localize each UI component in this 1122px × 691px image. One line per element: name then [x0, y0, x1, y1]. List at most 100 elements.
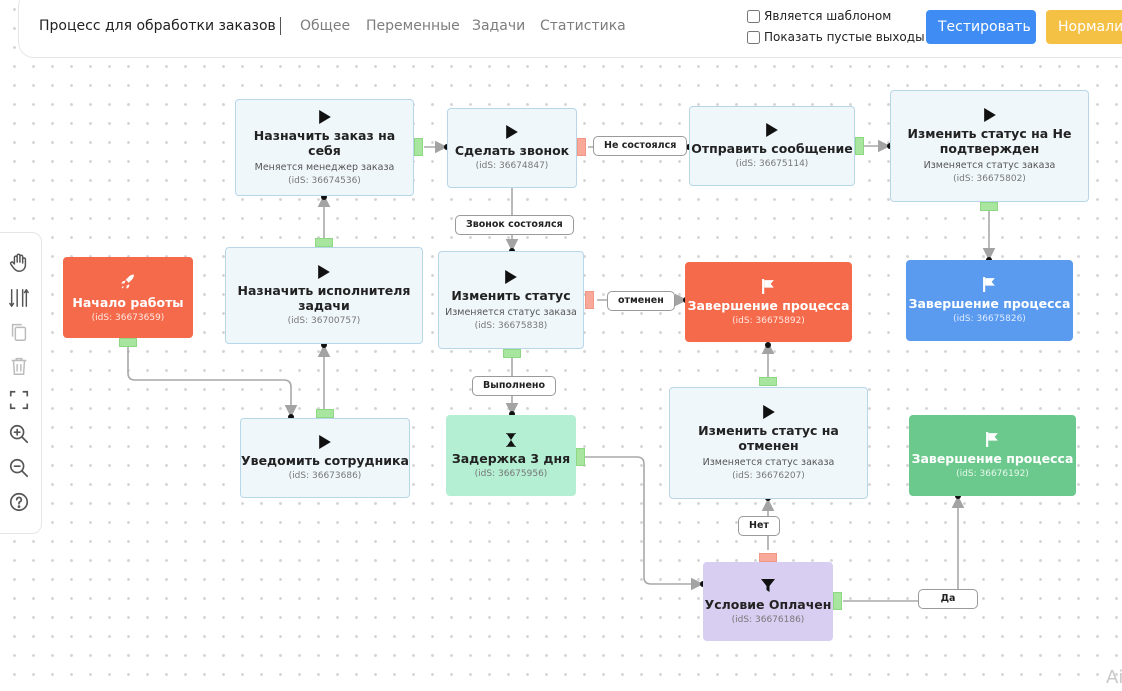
process-title: Процесс для обработки заказов — [39, 18, 276, 34]
play-icon — [319, 435, 331, 449]
node-status-unconfirmed[interactable]: Изменить статус на Не подтвержден Изменя… — [890, 90, 1089, 202]
output-port[interactable] — [576, 448, 585, 466]
node-title: Начало работы — [72, 294, 184, 310]
node-assign-executor[interactable]: Назначить исполнителя задачи (idS: 36700… — [225, 247, 423, 344]
play-icon — [505, 269, 517, 284]
node-title: Назначить заказ на себя — [253, 127, 396, 158]
node-ids: (idS: 36676186) — [731, 614, 805, 625]
node-ids: (idS: 36674536) — [288, 175, 361, 186]
node-title: Сделать звонок — [454, 143, 570, 158]
output-port[interactable] — [316, 409, 334, 418]
corner-text: Ai — [1106, 667, 1122, 688]
node-change-status[interactable]: Изменить статус Изменяется статус заказа… — [438, 251, 584, 349]
edge-cond-endgreen — [843, 495, 965, 602]
node-send-message[interactable]: Отправить сообщение (idS: 36675114) — [689, 106, 855, 186]
node-call[interactable]: Сделать звонок (idS: 36674847) — [447, 108, 577, 188]
edge-label-call-happened[interactable]: Звонок состоялся — [455, 215, 574, 235]
edge-label-not-happened[interactable]: Не состоялся — [593, 136, 688, 156]
edge-label-yes[interactable]: Да — [918, 589, 978, 609]
output-port-yes[interactable] — [833, 592, 842, 610]
empty-outputs-checkbox[interactable] — [747, 30, 760, 44]
node-condition-paid[interactable]: Условие Оплачен (idS: 36676186) — [703, 562, 833, 641]
output-port[interactable] — [980, 202, 998, 211]
copy-icon[interactable] — [8, 321, 30, 343]
node-title: Завершение процесса — [908, 296, 1071, 311]
edge-label-no[interactable]: Нет — [738, 516, 780, 536]
node-title: Изменить статус на Не подтвержден — [907, 126, 1072, 156]
node-subtitle: Изменяется статус заказа — [923, 160, 1056, 171]
output-port-fail[interactable] — [585, 291, 594, 309]
output-port[interactable] — [414, 138, 423, 156]
node-ids: (idS: 36676192) — [956, 469, 1029, 479]
empty-outputs-checkbox-row[interactable]: Показать пустые выходы — [747, 30, 925, 44]
node-subtitle: Изменяется статус заказа — [702, 457, 835, 468]
node-title: Изменить статус — [451, 287, 571, 303]
tab-general[interactable]: Общее — [300, 18, 351, 34]
output-port[interactable] — [855, 137, 864, 155]
tab-variables[interactable]: Переменные — [366, 18, 460, 34]
template-checkbox-label: Является шаблоном — [764, 9, 892, 23]
play-icon — [983, 108, 996, 122]
flag-icon — [983, 277, 995, 292]
node-end-red[interactable]: Завершение процесса (idS: 36675892) — [685, 262, 852, 342]
trash-icon[interactable] — [8, 355, 30, 377]
node-title: Изменить статус на отменен — [698, 423, 839, 453]
node-ids: (idS: 36675802) — [953, 174, 1026, 184]
test-button[interactable]: Тестировать — [926, 10, 1036, 44]
filter-icon — [761, 578, 775, 592]
tab-statistics[interactable]: Статистика — [540, 18, 626, 34]
node-status-cancel[interactable]: Изменить статус на отменен Изменяется ст… — [669, 387, 868, 499]
play-icon — [506, 125, 518, 139]
header-divider — [280, 17, 281, 35]
output-port-fail[interactable] — [577, 138, 586, 156]
template-checkbox-row[interactable]: Является шаблоном — [747, 9, 891, 23]
flag-icon — [762, 278, 774, 294]
node-title: Уведомить сотрудника — [241, 453, 409, 468]
output-port[interactable] — [119, 338, 137, 347]
output-port[interactable] — [315, 238, 333, 247]
flag-icon — [986, 432, 998, 447]
empty-outputs-checkbox-label: Показать пустые выходы — [764, 30, 925, 44]
node-ids: (idS: 36675826) — [953, 314, 1026, 324]
node-title: Отправить сообщение — [691, 141, 853, 156]
node-delay[interactable]: Задержка 3 дня (idS: 36675956) — [446, 415, 576, 496]
node-subtitle: Изменяется статус заказа — [445, 306, 577, 318]
node-title: Задержка 3 дня — [451, 450, 571, 466]
tab-tasks[interactable]: Задачи — [472, 18, 526, 34]
normalize-button[interactable]: Нормализовать — [1046, 10, 1122, 44]
node-ids: (idS: 36673686) — [288, 471, 362, 481]
canvas-toolbar — [0, 232, 42, 534]
node-ids: (idS: 36673659) — [91, 312, 165, 323]
hand-icon[interactable] — [8, 252, 30, 274]
play-icon — [318, 109, 331, 124]
play-icon — [762, 405, 775, 419]
template-checkbox[interactable] — [747, 9, 760, 23]
node-assign-self[interactable]: Назначить заказ на себя Меняется менедже… — [235, 99, 414, 196]
output-port[interactable] — [503, 349, 521, 358]
node-ids: (idS: 36675892) — [732, 315, 805, 326]
node-end-blue[interactable]: Завершение процесса (idS: 36675826) — [906, 260, 1073, 341]
node-title: Назначить исполнителя задачи — [237, 283, 411, 313]
zoom-out-icon[interactable] — [8, 457, 30, 479]
node-title: Завершение процесса — [687, 297, 850, 313]
output-port[interactable] — [759, 377, 777, 386]
node-title: Завершение процесса — [911, 451, 1074, 466]
node-notify-employee[interactable]: Уведомить сотрудника (idS: 36673686) — [240, 418, 410, 498]
output-port-no[interactable] — [759, 553, 777, 562]
node-start[interactable]: Начало работы (idS: 36673659) — [63, 257, 193, 338]
node-ids: (idS: 36675114) — [735, 159, 809, 169]
edge-label-done[interactable]: Выполнено — [472, 376, 556, 396]
node-ids: (idS: 36674847) — [475, 161, 549, 171]
play-icon — [318, 265, 330, 279]
node-end-green[interactable]: Завершение процесса (idS: 36676192) — [909, 415, 1076, 496]
help-icon[interactable] — [8, 491, 30, 513]
edge-delay-cond — [585, 456, 704, 591]
arrange-icon[interactable] — [8, 287, 30, 309]
play-icon — [766, 123, 778, 137]
edge-label-cancelled[interactable]: отменен — [607, 291, 675, 311]
zoom-in-icon[interactable] — [8, 423, 30, 445]
node-ids: (idS: 36675838) — [474, 320, 548, 331]
node-ids: (idS: 36700757) — [287, 316, 361, 326]
fit-screen-icon[interactable] — [8, 389, 30, 411]
node-subtitle: Меняется менеджер заказа — [254, 161, 395, 173]
